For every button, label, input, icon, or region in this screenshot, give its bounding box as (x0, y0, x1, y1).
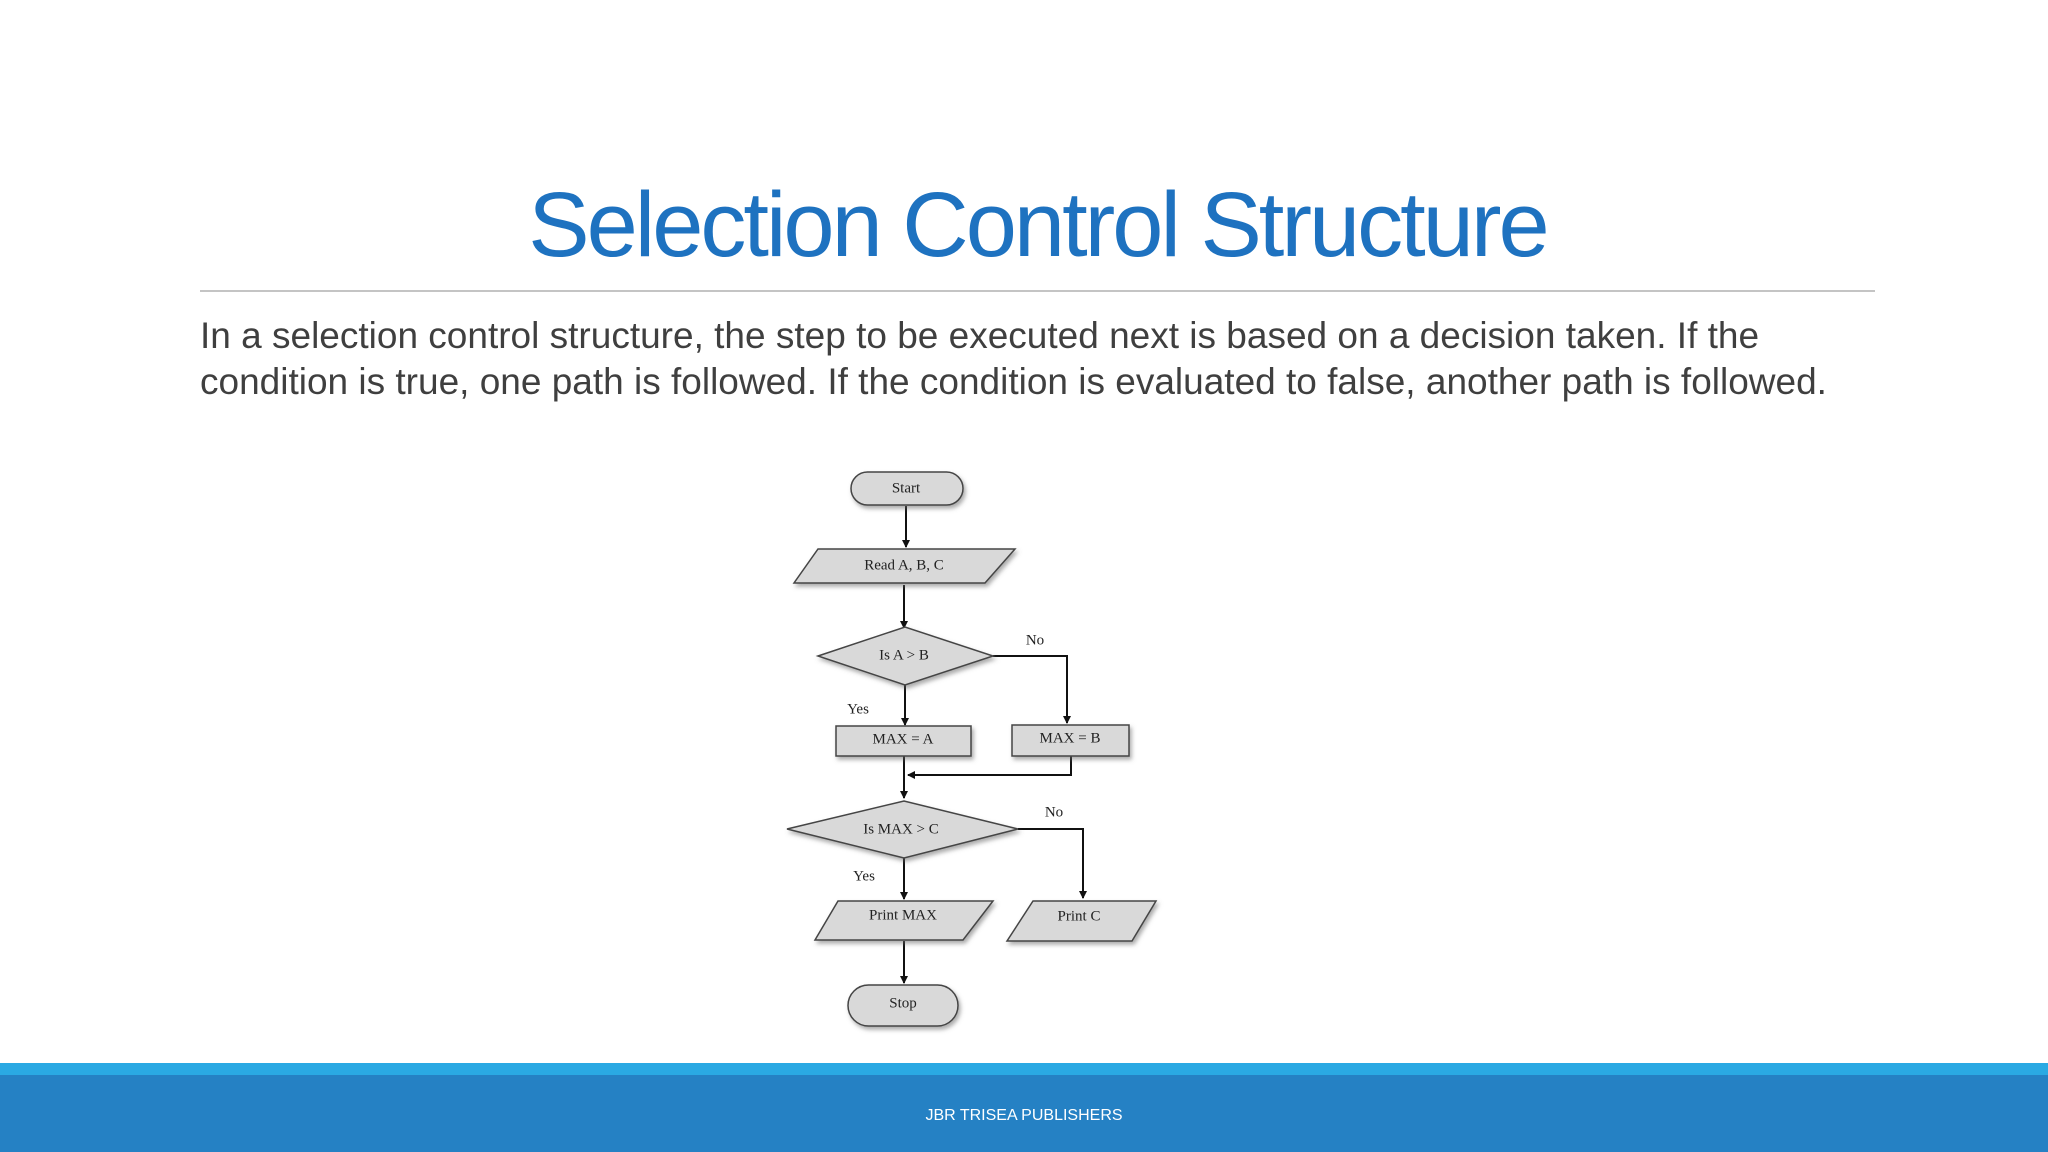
stop-terminal (847, 984, 959, 1027)
footer-bar (0, 1075, 2048, 1152)
print-c-label: Print C (1058, 908, 1101, 924)
print-max-parallelogram (813, 900, 995, 941)
print-max-label: Print MAX (869, 907, 937, 923)
arrow-assign-b-merge (907, 756, 1072, 779)
slide-body-text: In a selection control structure, the st… (200, 315, 1827, 402)
decision-a-greater-b-diamond (815, 626, 996, 686)
footer-publisher-text: JBR TRISEA PUBLISHERS (925, 1107, 1123, 1124)
start-terminal (850, 471, 964, 506)
footer-accent-stripe (0, 1063, 2048, 1075)
arrow-decision2-no (1018, 828, 1087, 899)
decision1-no-label: No (1026, 632, 1044, 648)
decision2-no-label: No (1045, 804, 1063, 820)
slide-title: Selection Control Structure (528, 174, 1549, 276)
print-c-parallelogram (1005, 900, 1158, 942)
arrow-decision1-no (993, 655, 1071, 724)
decision1-yes-label: Yes (847, 701, 869, 717)
flowchart-connectors (900, 506, 1087, 984)
start-label: Start (892, 480, 921, 496)
decision1-label: Is A > B (879, 647, 929, 663)
decision2-yes-label: Yes (853, 868, 875, 884)
read-input-parallelogram (792, 548, 1017, 584)
decision-max-greater-c-diamond (786, 800, 1019, 859)
read-label: Read A, B, C (864, 557, 944, 573)
assign-b-label: MAX = B (1040, 730, 1101, 746)
decision2-label: Is MAX > C (863, 821, 939, 837)
assign-max-b-box (1011, 724, 1130, 757)
stop-label: Stop (889, 995, 917, 1011)
assign-max-a-box (835, 725, 972, 757)
assign-a-label: MAX = A (873, 731, 934, 747)
title-divider (200, 290, 1875, 292)
